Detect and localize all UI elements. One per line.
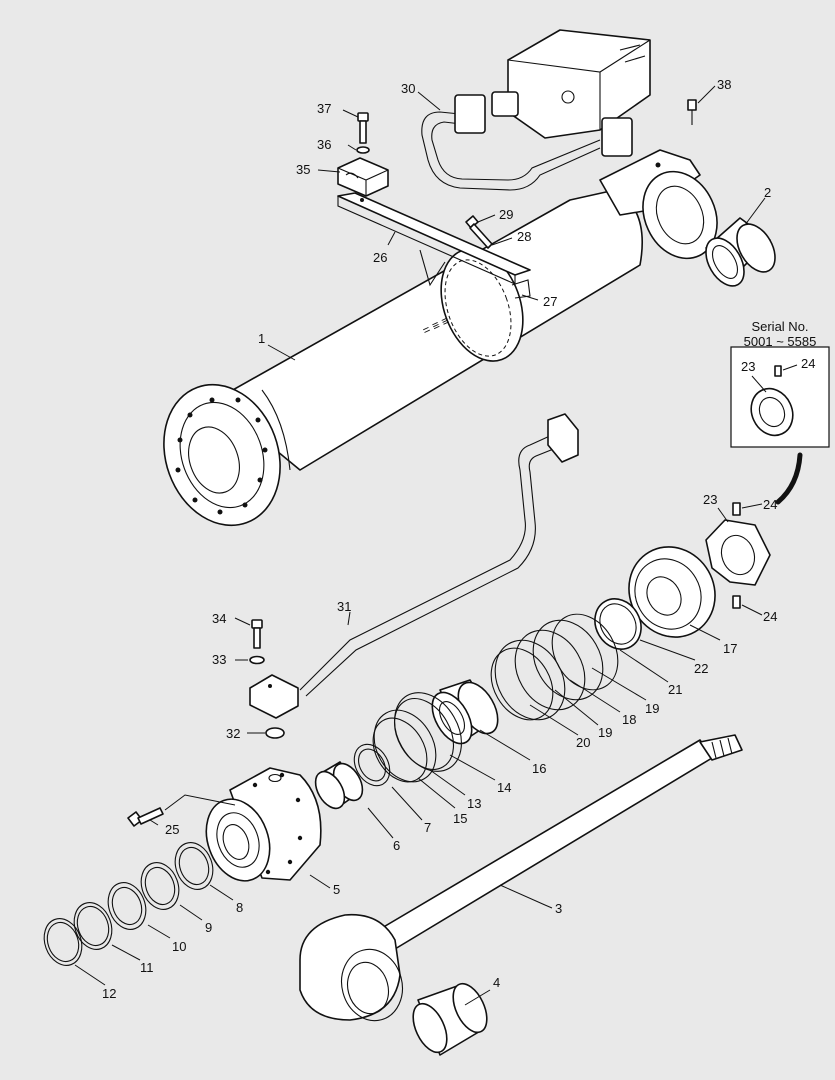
label-16: 16	[532, 761, 546, 776]
label-24-top: 24	[763, 497, 777, 512]
label-10: 10	[172, 939, 186, 954]
bracket-26	[337, 192, 531, 287]
label-37: 37	[317, 101, 331, 116]
label-5: 5	[333, 882, 340, 897]
inset-serial-box	[730, 346, 830, 505]
label-19-upper: 19	[645, 701, 659, 716]
bushing-16	[431, 679, 499, 745]
label-26: 26	[373, 250, 387, 265]
label-36: 36	[317, 137, 331, 152]
label-15: 15	[453, 811, 467, 826]
label-8: 8	[236, 900, 243, 915]
clamp-35	[337, 157, 389, 197]
inset-title: Serial No.	[751, 319, 808, 334]
piston-rod-3	[299, 734, 743, 1022]
o-ring-32	[265, 727, 285, 739]
nipple-38	[687, 99, 697, 125]
label-24-bottom: 24	[763, 609, 777, 624]
label-38: 38	[717, 77, 731, 92]
bolt-29	[465, 215, 493, 249]
label-13: 13	[467, 796, 481, 811]
label-2: 2	[764, 185, 771, 200]
label-19-lower: 19	[598, 725, 612, 740]
label-30: 30	[401, 81, 415, 96]
leader-lines	[74, 85, 798, 1006]
tube-eye-end	[599, 149, 718, 260]
label-17: 17	[723, 641, 737, 656]
label-32: 32	[226, 726, 240, 741]
label-29: 29	[499, 207, 513, 222]
label-35: 35	[296, 162, 310, 177]
label-7: 7	[424, 820, 431, 835]
label-4: 4	[493, 975, 500, 990]
label-21: 21	[668, 682, 682, 697]
bolt-37-washer-36	[356, 112, 370, 154]
bushing-2	[705, 217, 776, 287]
valve-block	[491, 29, 651, 139]
label-25: 25	[165, 822, 179, 837]
label-1: 1	[258, 331, 265, 346]
rod-cover-5	[205, 767, 322, 882]
label-14: 14	[497, 780, 511, 795]
label-6: 6	[393, 838, 400, 853]
pipe-30	[421, 94, 633, 191]
label-12: 12	[102, 986, 116, 1001]
label-22: 22	[694, 661, 708, 676]
label-20: 20	[576, 735, 590, 750]
label-34: 34	[212, 611, 226, 626]
rings-7-13-14-15	[353, 692, 462, 787]
label-27: 27	[543, 294, 557, 309]
label-31: 31	[337, 599, 351, 614]
label-33: 33	[212, 652, 226, 667]
label-11: 11	[140, 960, 154, 975]
label-24-inset: 24	[801, 356, 815, 371]
cylinder-tube: = ≡ ≡	[163, 189, 643, 527]
nut-23	[705, 502, 771, 609]
bushing-4	[412, 982, 488, 1056]
label-9: 9	[205, 920, 212, 935]
label-23-main: 23	[703, 492, 717, 507]
piston-17	[628, 546, 716, 638]
seal-rings-18-22	[490, 598, 642, 721]
label-18: 18	[622, 712, 636, 727]
rings-8-12	[43, 842, 214, 966]
part-labels: 1 2 3 4 5 6 7 8 9 10 11 12 13 14 15 16 1…	[102, 77, 816, 1001]
bolt-25	[127, 794, 236, 827]
bushing-6	[314, 761, 364, 810]
inset-serial-range: 5001 ~ 5585	[744, 334, 817, 349]
label-23-inset: 23	[741, 359, 755, 374]
label-3: 3	[555, 901, 562, 916]
pipe-31	[249, 413, 579, 719]
bolt-34-washer-33	[249, 619, 265, 665]
label-28: 28	[517, 229, 531, 244]
